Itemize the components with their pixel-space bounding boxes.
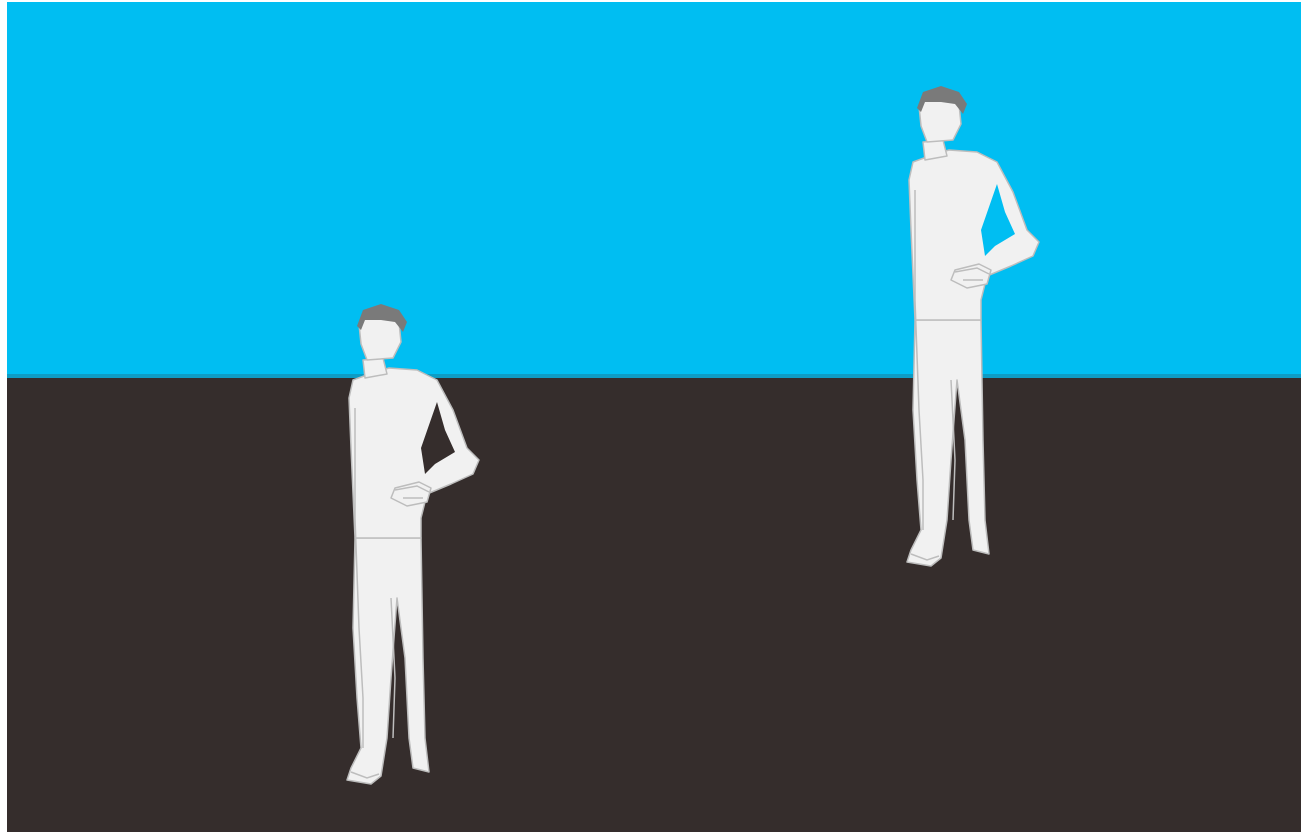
ground-background: [7, 378, 1301, 832]
sky-background: [7, 2, 1301, 374]
standing-person-icon: [893, 80, 1043, 580]
standing-person-near: [333, 298, 483, 798]
standing-person-icon: [333, 298, 483, 798]
scene: [7, 2, 1301, 832]
standing-person-far: [893, 80, 1043, 580]
